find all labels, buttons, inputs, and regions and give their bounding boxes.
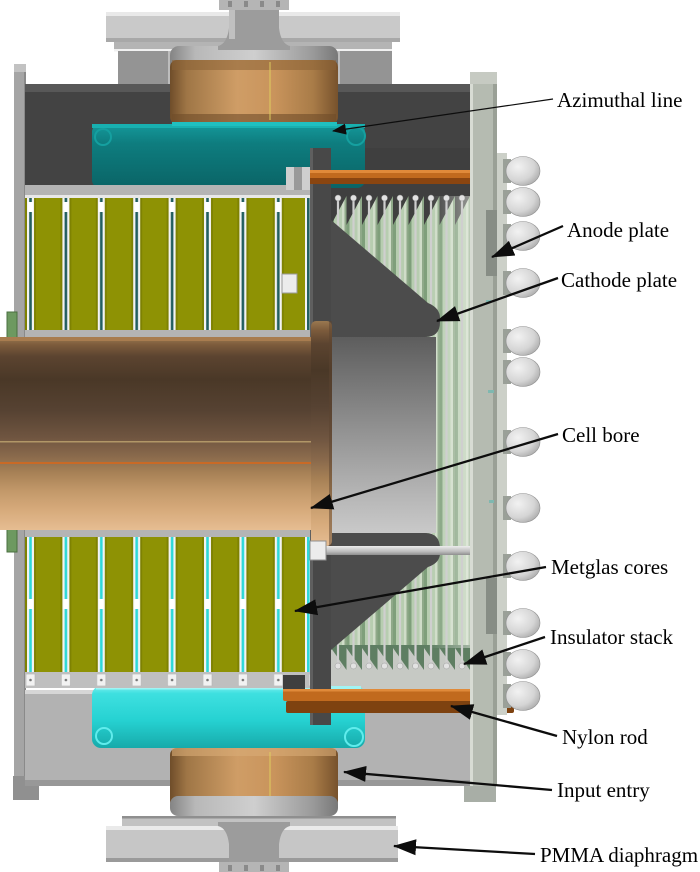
label-input-entry: Input entry: [557, 778, 650, 802]
top-boss: [218, 0, 290, 50]
bottom-flange: [106, 816, 398, 872]
leader-arrows: [294, 98, 564, 856]
lower-drum: [170, 748, 345, 822]
label-azimuthal-line: Azimuthal line: [557, 88, 683, 112]
right-wall-anode: [464, 72, 541, 802]
bottom-boss: [218, 822, 290, 863]
leader-insulator-stack: [463, 635, 546, 666]
label-metglas-cores: Metglas cores: [551, 555, 669, 579]
flange-collar: [497, 153, 507, 715]
tie-rod-lower: [309, 540, 480, 561]
leader-pmma-diaphragm: [393, 839, 536, 856]
bore-end-ring: [311, 321, 332, 546]
metglas-cores-upper: [25, 185, 312, 337]
leader-cell-bore: [310, 432, 559, 510]
leader-azimuthal-line: [332, 98, 554, 135]
leader-nylon-rod: [450, 704, 558, 738]
cell-interior: [331, 337, 436, 533]
cathode-plate-structure: [310, 148, 440, 725]
green-tab-upper: [6, 311, 18, 339]
tie-rod-upper-nut: [281, 273, 298, 294]
upper-drum: [170, 46, 338, 126]
azimuthal-line-rod: [286, 167, 472, 190]
anode-plate-recess: [486, 578, 497, 634]
cell-bore: [0, 321, 332, 546]
leader-cathode-plate: [436, 276, 559, 323]
flange-bolts: [503, 156, 541, 711]
leader-anode-plate: [491, 224, 564, 259]
label-cathode-plate: Cathode plate: [561, 268, 678, 292]
label-anode-plate: Anode plate: [567, 218, 670, 242]
label-nylon-rod: Nylon rod: [562, 725, 648, 749]
rod-ball-ends: [334, 194, 466, 670]
label-cell-bore: Cell bore: [562, 423, 640, 447]
leader-input-entry: [343, 765, 553, 792]
leader-metglas-cores: [294, 565, 547, 616]
anode-plate-recess: [486, 210, 497, 276]
metglas-cores-lower: [25, 530, 312, 688]
label-insulator-stack: Insulator stack: [550, 625, 674, 649]
label-pmma-diaphragm: PMMA diaphragm: [540, 843, 699, 867]
